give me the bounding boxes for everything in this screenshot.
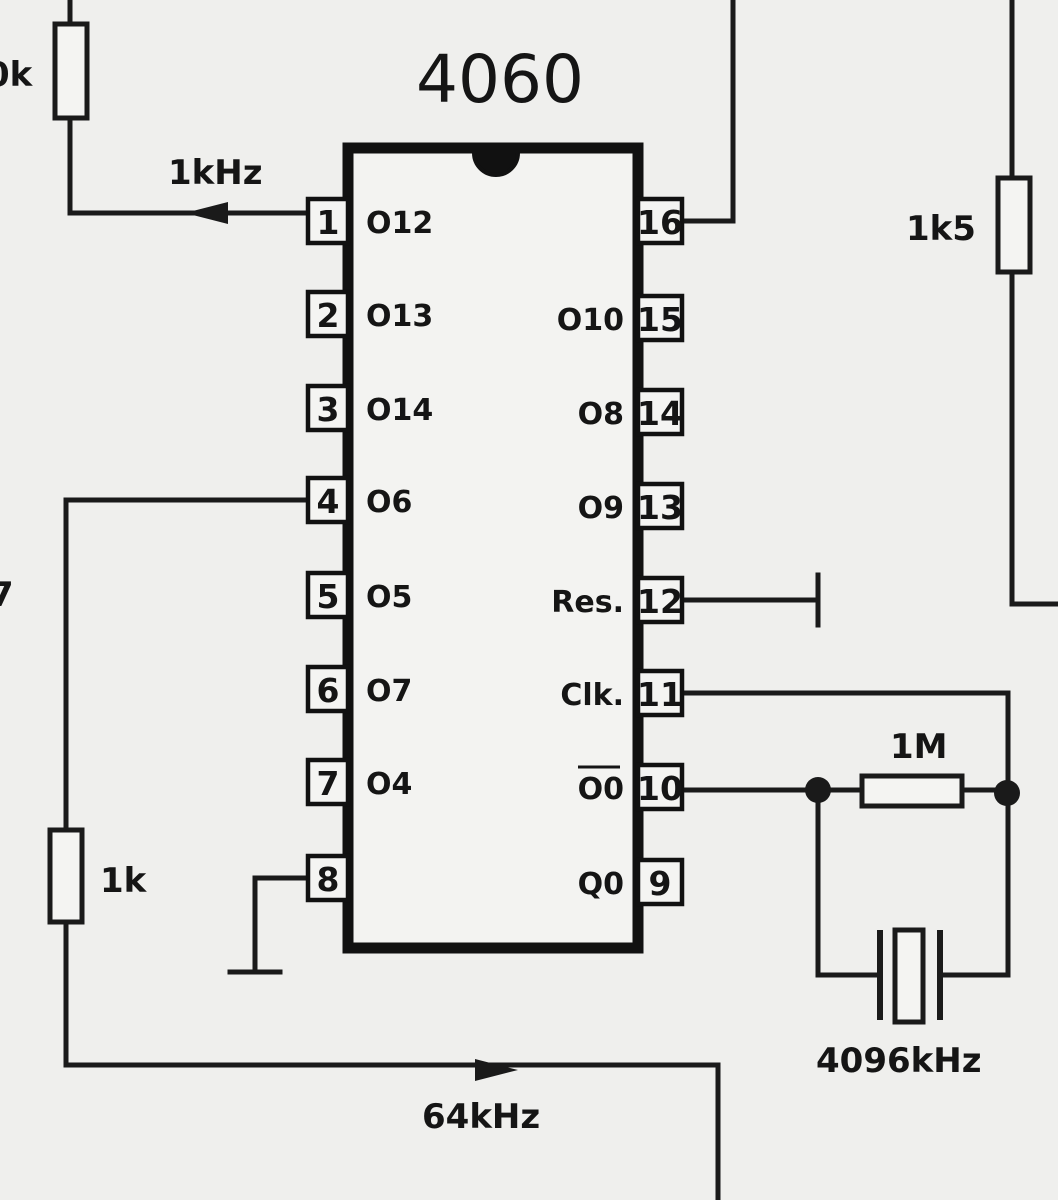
wire-pin4-output bbox=[63, 497, 721, 1200]
pin-number: 3 bbox=[317, 390, 340, 429]
wire-pin8-ground bbox=[252, 875, 311, 973]
wire-pin16-supply bbox=[679, 0, 736, 224]
pin-left-4: 4 O6 bbox=[305, 475, 412, 525]
pin-left-3: 3 O14 bbox=[305, 383, 433, 433]
edge-label-partial: 7 bbox=[0, 575, 14, 615]
chip-title: 4060 bbox=[416, 41, 584, 118]
pin-number: 10 bbox=[637, 769, 683, 808]
pin-label: O9 bbox=[578, 491, 624, 526]
pin-right-10: 10 O0 bbox=[578, 762, 685, 812]
pin-number: 8 bbox=[317, 860, 340, 899]
resistor-label-1m: 1M bbox=[890, 727, 948, 767]
pin-label: O10 bbox=[557, 303, 624, 338]
pin-number: 9 bbox=[649, 864, 672, 903]
pin-number: 13 bbox=[637, 488, 683, 527]
pin-label: Q0 bbox=[578, 867, 624, 902]
pin-number: 12 bbox=[637, 582, 683, 621]
arrow-right-icon bbox=[475, 1059, 518, 1081]
pin-label: O6 bbox=[366, 485, 412, 520]
pin-label: Clk. bbox=[560, 678, 624, 713]
resistor-label-1k5: 1k5 bbox=[906, 209, 976, 249]
pin-label: O0 bbox=[578, 772, 624, 807]
resistor-1k bbox=[47, 827, 85, 925]
pin-label: Res. bbox=[551, 585, 624, 620]
resistor-1k5 bbox=[995, 175, 1033, 275]
chip-notch bbox=[472, 152, 520, 177]
pin-left-1: 1 O12 bbox=[305, 196, 433, 246]
resistor-label-partial: 0k bbox=[0, 55, 34, 95]
pin-right-9: 9 Q0 bbox=[578, 857, 685, 907]
pin-number: 2 bbox=[317, 296, 340, 335]
pin-number: 6 bbox=[317, 671, 340, 710]
resistor-1m bbox=[859, 773, 965, 809]
pin-number: 7 bbox=[317, 764, 340, 803]
pin-right-15: 15 O10 bbox=[557, 293, 685, 343]
pin-number: 16 bbox=[637, 203, 683, 242]
pin-label: O4 bbox=[366, 767, 412, 802]
junction-dot bbox=[994, 780, 1020, 806]
pin-right-14: 14 O8 bbox=[578, 387, 685, 437]
pin-number: 11 bbox=[637, 675, 683, 714]
pin-left-7: 7 O4 bbox=[305, 757, 412, 807]
pin-right-11: 11 Clk. bbox=[560, 668, 685, 718]
resistor-top-left bbox=[52, 21, 90, 121]
pin-number: 4 bbox=[317, 482, 340, 521]
crystal-symbol bbox=[877, 927, 943, 1025]
chip-body bbox=[342, 142, 644, 954]
pin-left-2: 2 O13 bbox=[305, 289, 433, 339]
pin-label: O13 bbox=[366, 299, 433, 334]
pin-label: O7 bbox=[366, 674, 412, 709]
pin-left-6: 6 O7 bbox=[305, 664, 412, 714]
pin-left-5: 5 O5 bbox=[305, 570, 412, 620]
pin-right-12: 12 Res. bbox=[551, 575, 685, 625]
pin-number: 15 bbox=[637, 300, 683, 339]
freq-label-64khz: 64kHz bbox=[422, 1097, 540, 1137]
resistor-label-1k: 1k bbox=[100, 861, 148, 901]
pin-label: O5 bbox=[366, 580, 412, 615]
pin-label: O14 bbox=[366, 393, 433, 428]
wire-pin11-clock bbox=[679, 690, 1011, 978]
pin-right-13: 13 O9 bbox=[578, 481, 685, 531]
arrow-left-icon bbox=[185, 202, 228, 224]
pin-left-8: 8 bbox=[305, 853, 351, 903]
pin-label: O8 bbox=[578, 397, 624, 432]
crystal-label: 4096kHz bbox=[816, 1041, 981, 1081]
pin-number: 5 bbox=[317, 577, 340, 616]
pin-number: 1 bbox=[317, 203, 340, 242]
wire-right-rail bbox=[1009, 0, 1058, 607]
pin-label: O12 bbox=[366, 206, 433, 241]
freq-label-1khz: 1kHz bbox=[168, 153, 263, 193]
pin-number: 14 bbox=[637, 394, 683, 433]
pin-right-16: 16 bbox=[635, 196, 685, 246]
wire-crystal-left bbox=[815, 787, 883, 978]
wire-pin1-output bbox=[67, 0, 311, 216]
junction-dot bbox=[805, 777, 831, 803]
